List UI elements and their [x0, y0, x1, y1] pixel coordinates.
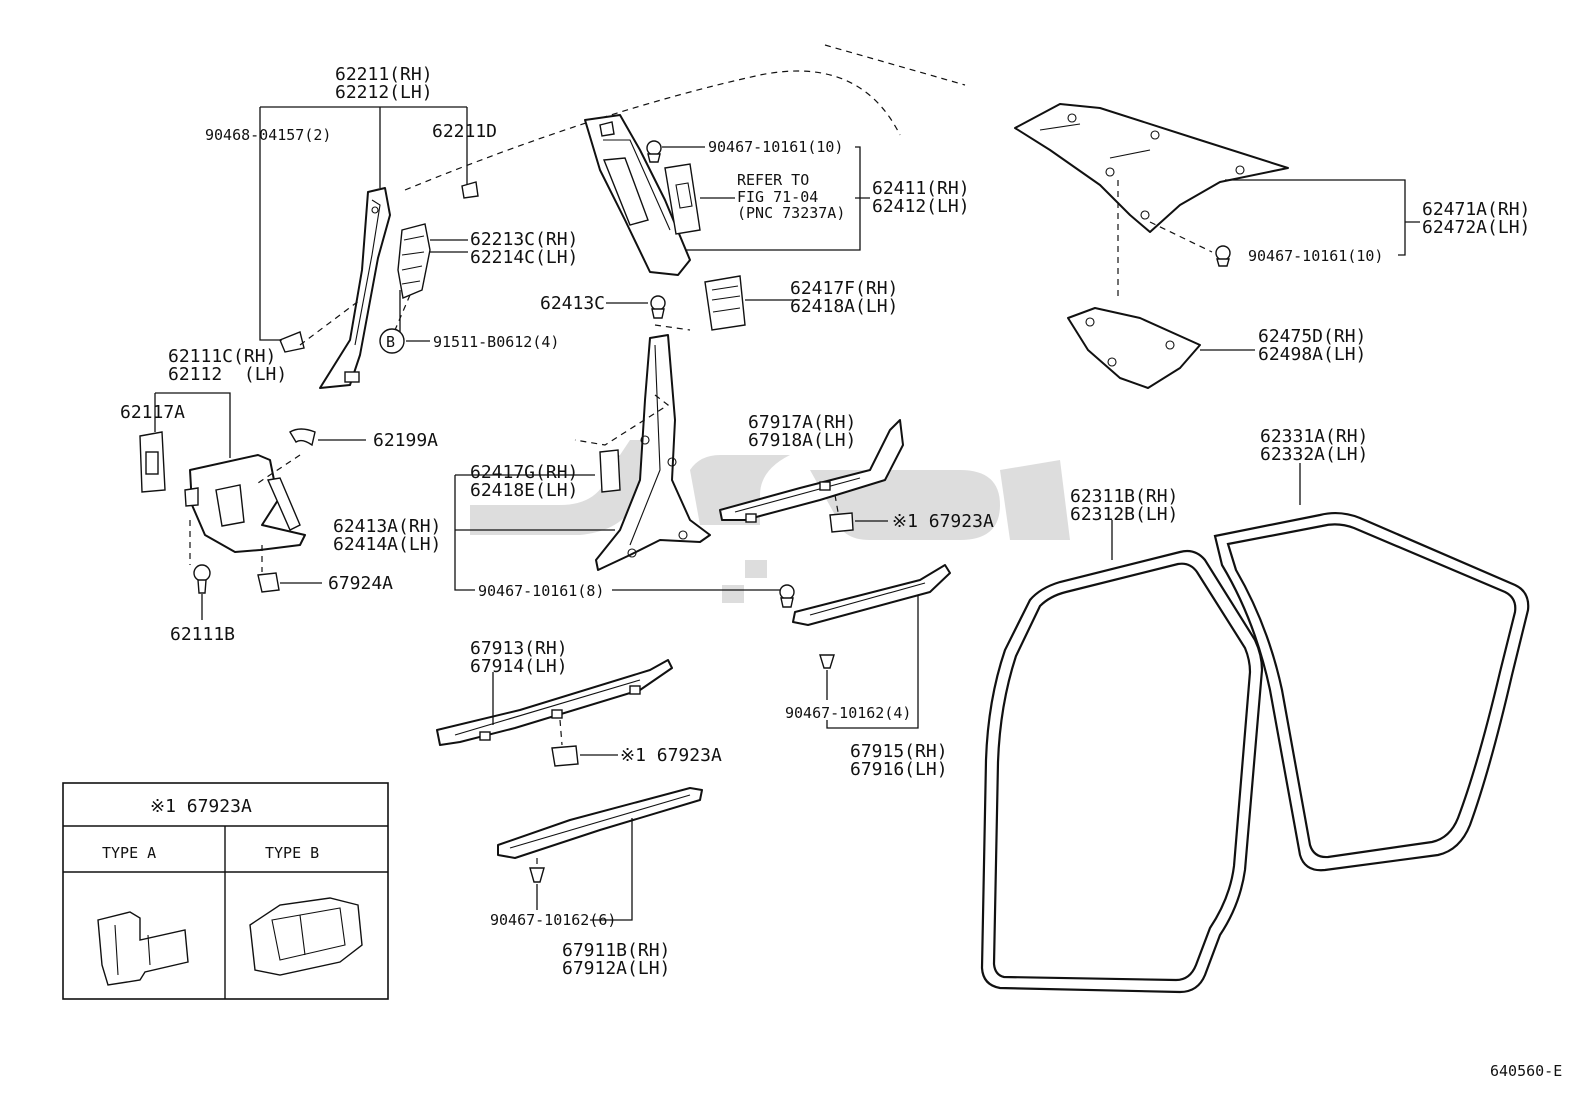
legend-title: ※1 67923A	[150, 796, 252, 817]
label-67911b-rh: 67911B(RH)	[562, 940, 670, 961]
label-62211d: 62211D	[432, 121, 497, 142]
label-62213c-rh: 62213C(RH)	[470, 229, 578, 250]
label-62211-rh: 62211(RH)	[335, 64, 433, 85]
label-62199a: 62199A	[373, 430, 438, 451]
quarter-lower-62475d	[1067, 307, 1255, 389]
screw-90467-10162-6	[529, 818, 633, 921]
leader-lines-cowl	[154, 392, 366, 620]
rear-scuff-67917a	[719, 419, 904, 523]
label-90467-10161-10: 90467-10161(10)	[708, 138, 843, 156]
rear-door-weatherstrip	[1213, 511, 1530, 872]
clip-62413c	[650, 295, 666, 319]
label-67914-lh: 67914(LH)	[470, 656, 568, 677]
legend-type-a: TYPE A	[102, 844, 156, 862]
label-90468: 90468-04157(2)	[205, 126, 331, 144]
leader-lines-b-upper	[606, 146, 870, 304]
label-62212-lh: 62212(LH)	[335, 82, 433, 103]
label-90467-10162-4: 90467-10162(4)	[785, 704, 911, 722]
label-62332a-lh: 62332A(LH)	[1260, 444, 1368, 465]
label-62475d-rh: 62475D(RH)	[1258, 326, 1366, 347]
legend-type-b: TYPE B	[265, 844, 319, 862]
anchor-cover-62417f	[704, 275, 800, 331]
label-90467-10161-10b: 90467-10161(10)	[1248, 247, 1383, 265]
label-refer-line3: (PNC 73237A)	[737, 204, 845, 222]
label-62418e-lh: 62418E(LH)	[470, 480, 578, 501]
label-67916-lh: 67916(LH)	[850, 759, 948, 780]
label-62417g-rh: 62417G(RH)	[470, 462, 578, 483]
clip-62111b	[193, 564, 211, 594]
label-62418a-lh: 62418A(LH)	[790, 296, 898, 317]
label-62471a-rh: 62471A(RH)	[1422, 199, 1530, 220]
label-67924a: 67924A	[328, 573, 393, 594]
leader-lines-weatherstrip	[1111, 463, 1301, 560]
label-62472a-lh: 62472A(LH)	[1422, 217, 1530, 238]
clip-90467-quarter	[1215, 245, 1231, 267]
label-62411-rh: 62411(RH)	[872, 178, 970, 199]
leader-lines-b-lower	[454, 474, 780, 591]
clip-62199a	[289, 428, 316, 447]
label-67923a-lower: ※1 67923A	[620, 745, 722, 766]
callout-labels: 62211(RH) 62212(LH) 90468-04157(2) 62211…	[102, 64, 1562, 1080]
clip-62211d	[461, 181, 479, 199]
label-62331a-rh: 62331A(RH)	[1260, 426, 1368, 447]
legend-type-b-clip	[249, 897, 363, 976]
body-phantom-lines	[404, 44, 966, 191]
b-pillar-lower-trim	[574, 324, 711, 571]
pad-62417g	[599, 449, 621, 493]
label-62312b-lh: 62312B(LH)	[1070, 504, 1178, 525]
label-62413a-rh: 62413A(RH)	[333, 516, 441, 537]
cowl-side-trim	[184, 454, 306, 553]
callout-b-circle	[379, 328, 405, 354]
label-90467-10162-6: 90467-10162(6)	[490, 911, 616, 929]
label-62414a-lh: 62414A(LH)	[333, 534, 441, 555]
clip-90468	[279, 331, 305, 353]
clip-67923a-lower	[492, 672, 618, 767]
front-door-weatherstrip	[980, 549, 1264, 994]
label-62111c-rh: 62111C(RH)	[168, 346, 276, 367]
label-91511: 91511-B0612(4)	[433, 333, 559, 351]
label-62412-lh: 62412(LH)	[872, 196, 970, 217]
label-62112-lh: 62112 (LH)	[168, 364, 287, 385]
leader-lines-a-pillar	[259, 106, 468, 346]
clip-67924a	[257, 572, 280, 593]
screw-90467-10162-4	[819, 595, 919, 729]
label-67913-rh: 67913(RH)	[470, 638, 568, 659]
label-62413c: 62413C	[540, 293, 605, 314]
garnish-62213c	[397, 223, 431, 299]
label-refer-line1: REFER TO	[737, 171, 809, 189]
diagram-code: 640560-E	[1490, 1062, 1562, 1080]
label-b-circle: B	[386, 333, 395, 351]
clip-90467-b-lower	[779, 584, 795, 608]
seatbelt-cover	[664, 163, 701, 235]
label-62214c-lh: 62214C(LH)	[470, 247, 578, 268]
label-67915-rh: 67915(RH)	[850, 741, 948, 762]
label-62311b-rh: 62311B(RH)	[1070, 486, 1178, 507]
clip-62117a	[139, 431, 166, 493]
label-90467-10161-8: 90467-10161(8)	[478, 582, 604, 600]
label-62111b: 62111B	[170, 624, 235, 645]
label-67912a-lh: 67912A(LH)	[562, 958, 670, 979]
front-scuff-plate-67911b	[497, 787, 703, 859]
clip-90467-top	[646, 140, 662, 163]
label-62117a: 62117A	[120, 402, 185, 423]
rear-scuff-plate-67915	[792, 564, 951, 626]
legend-type-a-clip	[97, 911, 189, 986]
a-pillar-trim	[319, 187, 391, 389]
label-refer-line2: FIG 71-04	[737, 188, 818, 206]
label-67918a-lh: 67918A(LH)	[748, 430, 856, 451]
label-62417f-rh: 62417F(RH)	[790, 278, 898, 299]
label-62498a-lh: 62498A(LH)	[1258, 344, 1366, 365]
quarter-trim-62471a	[1014, 103, 1420, 300]
b-pillar-upper-trim	[584, 114, 691, 276]
label-67923a-upper: ※1 67923A	[892, 511, 994, 532]
front-scuff-67913	[436, 659, 673, 746]
label-67917a-rh: 67917A(RH)	[748, 412, 856, 433]
clip-67923a-upper	[829, 494, 888, 533]
